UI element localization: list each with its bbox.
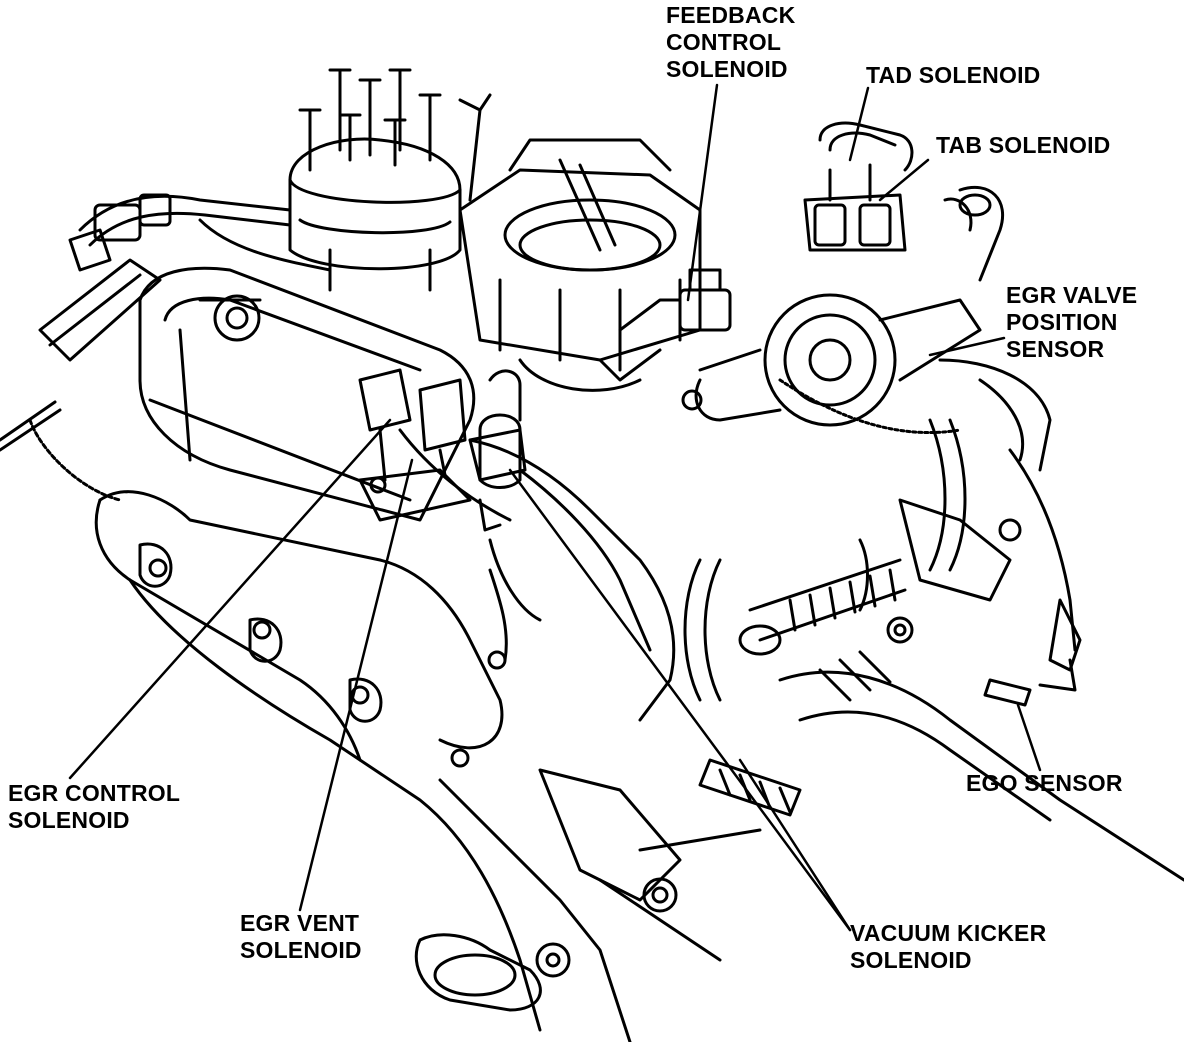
leader-egr-vps [928,336,1006,357]
label-line: POSITION [1006,309,1118,335]
label-line: SENSOR [1006,336,1105,362]
label-line: CONTROL [666,29,782,55]
feedback-control-solenoid-label: FEEDBACK CONTROL SOLENOID [666,2,795,83]
egr-valve [681,293,982,434]
tad-tab-solenoids [803,121,1005,282]
label-line: EGO SENSOR [966,770,1123,796]
egr-valve-position-sensor-label: EGR VALVE POSITION SENSOR [1006,282,1137,363]
leader-tab [878,158,930,202]
leader-egr-control [68,418,392,780]
leader-vacuum-kicker-a [738,758,852,932]
label-line: SOLENOID [850,947,972,973]
leader-feedback [686,83,719,302]
tad-solenoid-label: TAD SOLENOID [866,62,1040,89]
label-line: SOLENOID [8,807,130,833]
distributor [288,68,492,292]
carburetor [458,138,702,392]
egr-solenoid-bracket [358,368,527,522]
leader-tad [848,86,870,162]
wiring-harness-left [68,193,332,272]
label-line: SOLENOID [240,937,362,963]
label-line: FEEDBACK [666,2,796,28]
vacuum-kicker-solenoid-label: VACUUM KICKER SOLENOID [850,920,1046,974]
egr-control-solenoid-label: EGR CONTROL SOLENOID [8,780,180,834]
egr-vent-solenoid-label: EGR VENT SOLENOID [240,910,362,964]
ego-sensor-label: EGO SENSOR [966,770,1123,797]
hoses-coils [683,418,967,702]
label-line: EGR VALVE [1006,282,1138,308]
tab-solenoid-label: TAB SOLENOID [936,132,1110,159]
left-exhaust-manifold [0,258,504,768]
bell-housing [698,650,1184,882]
leader-ego [1016,703,1042,772]
label-line: TAD SOLENOID [866,62,1041,88]
left-valve-cover [138,266,476,522]
vacuum-kicker-part [478,369,522,532]
label-line: SOLENOID [666,56,788,82]
label-line: EGR VENT [240,910,360,936]
label-line: VACUUM KICKER [850,920,1047,946]
leader-vacuum-kicker-b [508,468,852,932]
label-line: TAB SOLENOID [936,132,1111,158]
leader-egr-vent [298,458,414,912]
right-exhaust-ego [886,358,1082,707]
engine-block-lower [128,578,762,1042]
leader-lines [68,83,1042,932]
intake-manifold [398,428,676,722]
label-line: EGR CONTROL [8,780,181,806]
